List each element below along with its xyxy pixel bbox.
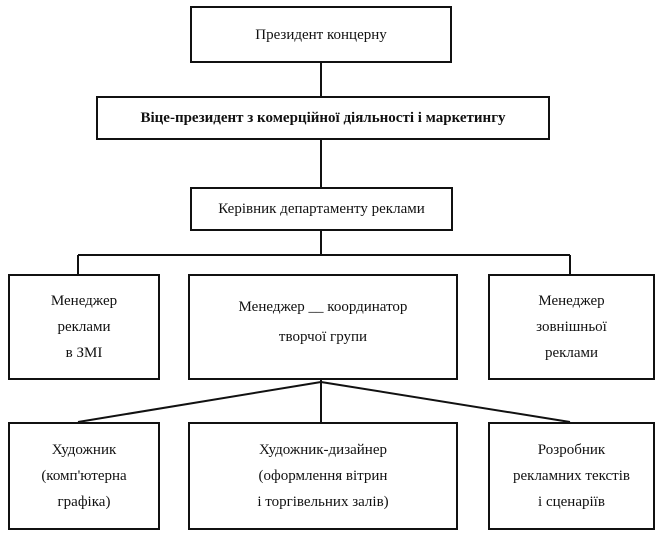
outdoor-manager-line: зовнішньої (536, 319, 607, 335)
artist-box: Художник (комп'ютерна графіка) (8, 422, 160, 530)
dept-head-box: Керівник департаменту реклами (190, 187, 453, 231)
designer-line: і торгівельних залів) (257, 494, 389, 510)
outdoor-manager-line: Менеджер (538, 293, 605, 309)
coordinator-manager-line: творчої групи (278, 329, 368, 345)
copywriter-line: Розробник (537, 442, 606, 458)
vice-president-box: Віце-президент з комерційної діяльності … (96, 96, 550, 140)
president-label: Президент концерну (255, 26, 387, 43)
line-coord-artist (77, 381, 322, 423)
media-manager-line: реклами (57, 319, 111, 335)
outdoor-manager-line: реклами (544, 345, 599, 361)
coordinator-manager-box: Менеджер __ координатор творчої групи (188, 274, 458, 380)
designer-line: (оформлення вітрин (258, 468, 388, 484)
copywriter-line: і сценаріїв (538, 494, 605, 510)
media-manager-line: в ЗМІ (65, 345, 103, 361)
designer-line: Художник-дизайнер (259, 442, 387, 458)
outdoor-manager-box: Менеджер зовнішньої реклами (488, 274, 655, 380)
artist-line: графіка) (57, 494, 111, 510)
copywriter-box: Розробник рекламних текстів і сценаріїв (488, 422, 655, 530)
vice-president-label: Віце-президент з комерційної діяльності … (140, 110, 506, 126)
artist-line: (комп'ютерна (41, 468, 127, 484)
coordinator-manager-line: Менеджер __ координатор (238, 299, 408, 315)
line-coord-copy (320, 381, 571, 423)
designer-box: Художник-дизайнер (оформлення вітрин і т… (188, 422, 458, 530)
media-manager-line: Менеджер (50, 293, 118, 309)
media-manager-box: Менеджер реклами в ЗМІ (8, 274, 160, 380)
president-box: Президент концерну (190, 6, 452, 63)
copywriter-line: рекламних текстів (513, 468, 630, 484)
artist-line: Художник (51, 442, 117, 458)
dept-head-label: Керівник департаменту реклами (218, 201, 425, 217)
